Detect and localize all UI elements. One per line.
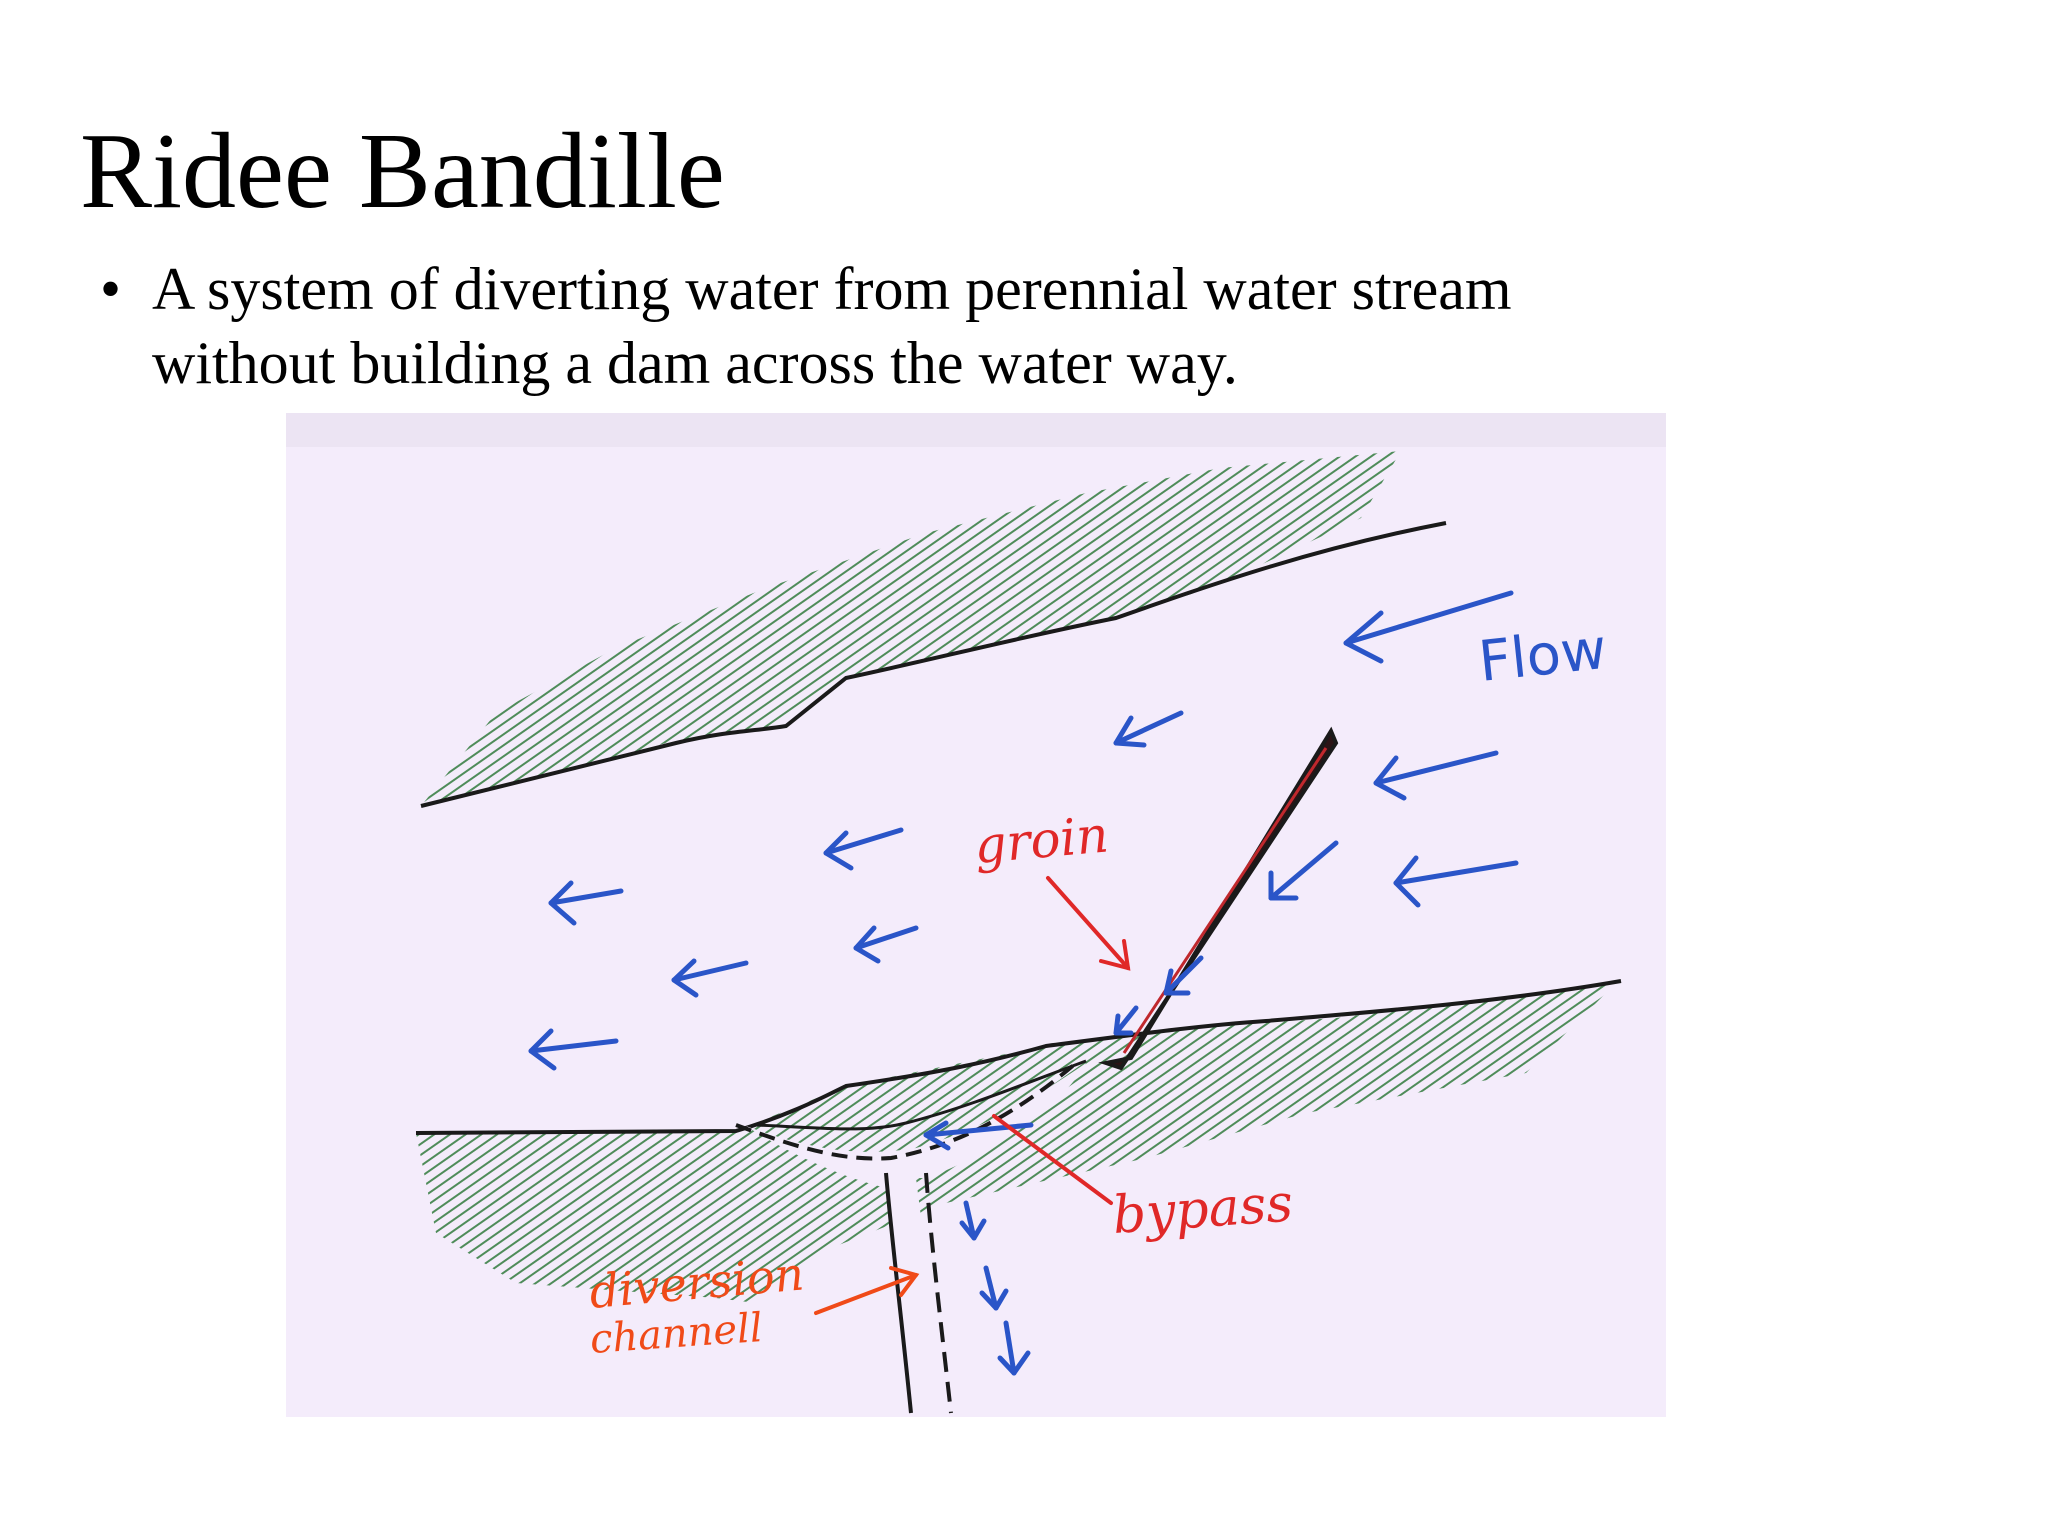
lower-bank-hatching [416, 983, 1616, 1303]
flow-arrow [1163, 955, 1204, 996]
flow-arrow [1393, 855, 1519, 908]
label-flow: Flow [1476, 617, 1610, 695]
bullet-line-1: A system of diverting water from perenni… [152, 256, 1512, 322]
flow-arrow [979, 1265, 1009, 1311]
bypass-channel-edge-outer [735, 1061, 1078, 1161]
flow-arrow [671, 958, 749, 998]
groin-structure [1098, 726, 1339, 1071]
flow-arrows [528, 590, 1519, 1376]
bullet-marker: • [100, 256, 122, 322]
bypass-channel-edge-inner [755, 1059, 1087, 1131]
flow-arrow [1373, 750, 1499, 801]
bullet-line-2: without building a dam across the water … [152, 330, 1238, 396]
bullet-text: A system of diverting water from perenni… [152, 252, 1752, 400]
groin-pointer [1046, 876, 1131, 971]
flow-arrow [1268, 840, 1339, 901]
label-bypass: bypass [1111, 1174, 1295, 1246]
flow-arrow [997, 1320, 1031, 1376]
groin-core-line [1122, 747, 1328, 1054]
diversion-pointer [814, 1266, 920, 1315]
flow-arrow [923, 1120, 1034, 1151]
ridee-bandille-sketch: Flow groin bypass diversion channell [286, 413, 1666, 1417]
label-groin: groin [972, 805, 1111, 874]
upper-bank-hatching [421, 451, 1401, 806]
paper-shadow [286, 413, 1666, 447]
flow-arrow [528, 1028, 619, 1071]
bypass-channel-water [746, 1063, 1086, 1413]
flow-arrow [1343, 590, 1514, 664]
flow-arrow [959, 1200, 987, 1241]
lower-bank-line [415, 979, 1622, 1135]
slide-title: Ridee Bandille [80, 112, 725, 231]
flow-arrow [853, 925, 919, 964]
diversion-channel-left-edge [884, 1172, 913, 1414]
flow-arrow [548, 880, 624, 926]
bypass-pointer [992, 1114, 1113, 1205]
flow-arrow [823, 827, 904, 871]
flow-arrow [1113, 1005, 1139, 1036]
flow-arrow [1113, 710, 1184, 748]
upper-bank-line [420, 521, 1447, 808]
